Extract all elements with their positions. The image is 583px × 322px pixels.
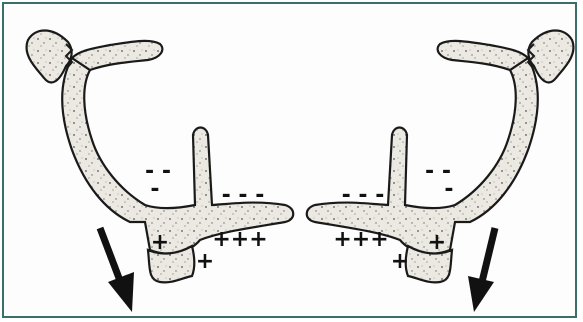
left-bone-arm-upper: [72, 41, 162, 70]
left-lower-negative: -: [150, 177, 159, 202]
left-bone-shaft: [62, 58, 293, 254]
right-positive-inner: +: [428, 230, 446, 255]
right-arm-negative: - - -: [342, 183, 385, 208]
left-positive-inner: +: [151, 230, 169, 255]
right-lower-negative: -: [444, 177, 453, 202]
left-arrow: [100, 228, 134, 312]
left-arm-negative: - - -: [222, 183, 265, 208]
right-positive-tip: +: [391, 249, 409, 274]
right-bone-arm-upper: [438, 41, 528, 70]
right-positive-row: +++: [333, 227, 388, 252]
left-positive-tip: +: [196, 249, 214, 274]
right-arrow: [468, 228, 495, 312]
left-positive-row: +++: [212, 227, 267, 252]
right-bone-shaft: [307, 58, 538, 254]
